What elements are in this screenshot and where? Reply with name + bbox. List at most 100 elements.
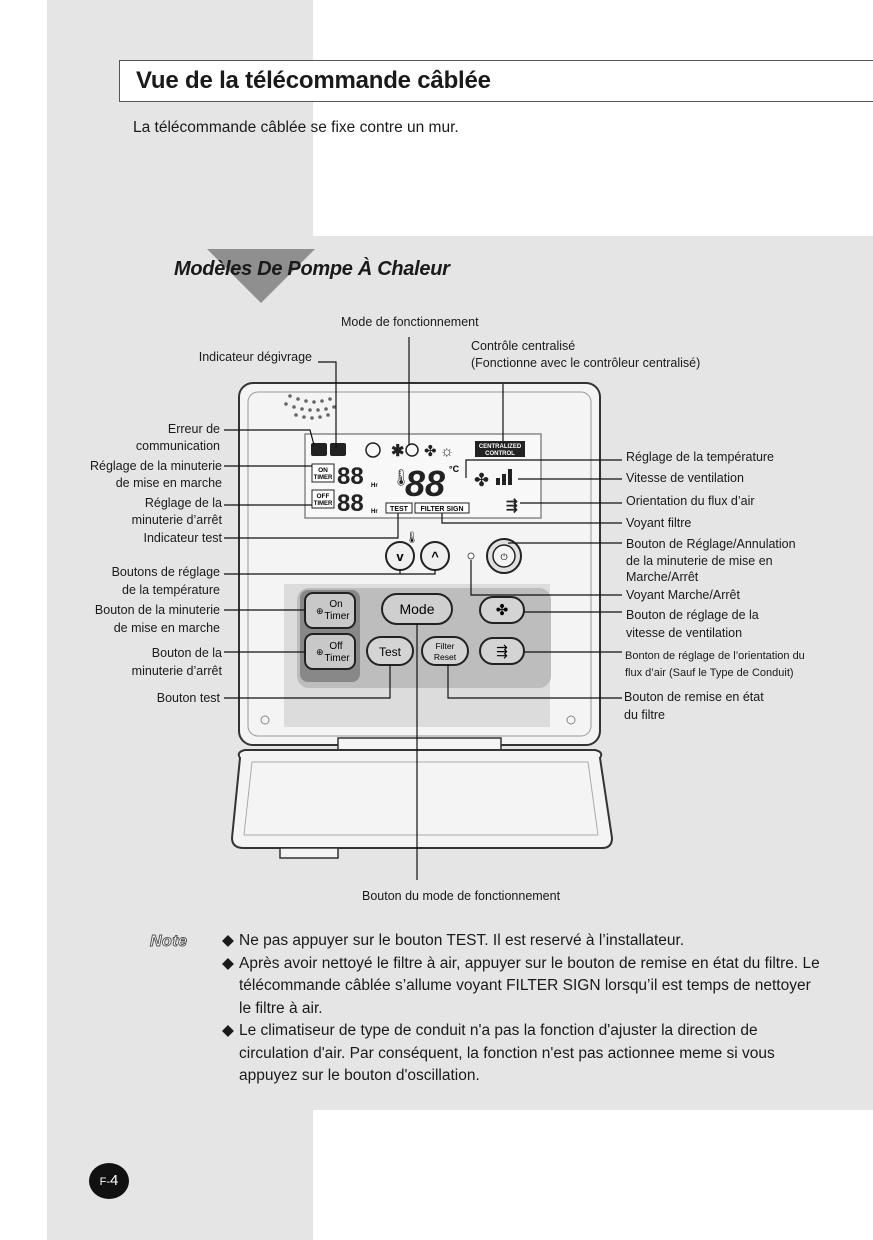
off-timer-text-1: OFF [317,493,330,500]
note-text: Le climatiseur de type de conduit n'a pa… [239,1022,775,1084]
centralized-text-1: CENTRALIZED [479,444,522,450]
label-reglage-minuterie-arret-2: minuterie d’arrêt [131,513,222,527]
power-icon [492,544,516,568]
on-timer-tag [311,463,335,483]
label-bouton-vitesse-1: Bouton de réglage de la [626,608,759,622]
fan-speed-bar-2 [502,474,506,485]
cover-inner-edge [243,761,599,836]
mode-button-label: Mode [399,601,434,617]
page-title-box: Vue de la télécommande câblée [119,60,873,102]
on-timer-text-2: TIMER [314,475,333,481]
filter-sign-text: FILTER SIGN [420,506,463,513]
test-tag-text: TEST [390,506,409,513]
note-item: ◆ Après avoir nettoyé le filtre à air, a… [222,953,822,1021]
power-symbol-icon: ⏻ [500,552,507,562]
off-timer-label-2: Timer [324,653,350,664]
cool-mode-icon: ✱ [391,443,404,460]
temperature-unit: °C [449,464,460,474]
off-timer-unit: Hr [371,509,378,515]
defrost-icon [330,443,346,456]
clock-icon: ⊕ [316,606,324,616]
fan-speed-button[interactable] [479,596,525,624]
label-bouton-vitesse-2: vitesse de ventilation [626,626,743,640]
label-controle-centralise-note: (Fonctionne avec le contrôleur centralis… [471,356,701,370]
diamond-bullet-icon: ◆ [222,1022,234,1039]
on-timer-unit: Hr [371,483,378,489]
label-vitesse-ventilation: Vitesse de ventilation [626,471,744,485]
section-title: Modèles De Pompe À Chaleur [174,258,450,280]
off-timer-text-2: TIMER [314,501,333,507]
note-text: Après avoir nettoyé le filtre à air, app… [239,954,820,1017]
swing-icon: ⇶ [496,643,508,659]
label-bouton-minuterie-arret-1: Bouton de la [151,646,222,660]
test-tag [385,502,413,514]
section-triangle-marker [207,249,315,303]
chevron-down-icon: v [396,549,404,564]
on-timer-digits: 88 [337,463,364,490]
on-timer-label-2: Timer [324,611,350,622]
label-bouton-minuterie-marche-1: Bouton de la minuterie [94,603,220,617]
airflow-direction-button[interactable] [479,637,525,665]
label-reglage-temperature: Réglage de la température [626,450,775,464]
off-timer-tag [311,489,335,509]
label-bouton-test: Bouton test [156,691,220,705]
label-controle-centralise: Contrôle centralisé [471,339,576,353]
label-bouton-minuterie-arret-2: minuterie d’arrêt [131,664,222,678]
fan-speed-fan-icon: ✤ [474,470,489,490]
label-bouton-mode: Bouton du mode de fonctionnement [362,889,561,903]
note-item: ◆ Le climatiseur de type de conduit n'a … [222,1020,822,1088]
label-mode-fonctionnement: Mode de fonctionnement [341,315,479,329]
note-list: ◆ Ne pas appuyer sur le bouton TEST. Il … [222,930,822,1088]
label-voyant-marche-arret: Voyant Marche/Arrêt [626,588,740,602]
fan-icon: ✤ [496,602,509,619]
label-bouton-reglage-annulation-2: de la minuterie de mise en [626,554,773,568]
label-indicateur-degivrage: Indicateur dégivrage [198,350,312,364]
fan-speed-bar-1 [496,478,500,485]
note-badge: Note [150,933,188,951]
label-voyant-filtre: Voyant filtre [626,516,692,530]
label-bouton-remise-filtre-1: Bouton de remise en état [624,690,764,704]
label-erreur-2: communication [135,439,220,453]
thermometer-icon: 🌡 [391,469,411,487]
diamond-bullet-icon: ◆ [222,932,234,949]
lcd-temperature: 🌡 88 °C ✤ ⇶ TEST FILTER SIGN [385,463,518,514]
comm-error-icon [311,443,327,456]
front-cover [230,749,614,849]
label-reglage-minuterie-marche-1: Réglage de la minuterie [89,459,222,473]
leader-lines [224,337,622,880]
label-bouton-reglage-annulation-1: Bouton de Réglage/Annulation [626,537,796,551]
screw-right [566,715,576,725]
label-bouton-orientation-2: flux d’air (Sauf le Type de Conduit) [625,667,794,679]
screw-left [260,715,270,725]
label-reglage-minuterie-marche-2: de mise en marche [115,476,222,490]
label-orientation-flux: Orientation du flux d’air [626,494,755,508]
heat-mode-icon: ☼ [440,443,454,460]
label-boutons-temp-2: de la température [122,583,220,597]
dry-mode-icon [405,443,419,457]
filter-reset-button[interactable] [421,636,469,666]
off-timer-digits: 88 [337,490,364,517]
fan-speed-bar-3 [508,469,512,485]
chevron-up-icon: ^ [431,549,439,564]
page-prefix: F- [99,1176,111,1188]
small-thermometer-icon: 🌡 [405,531,419,544]
diamond-bullet-icon: ◆ [222,954,234,972]
cover-latch [279,847,339,859]
power-led [467,552,475,560]
lcd-timers: ON TIMER 88 Hr OFF TIMER 88 Hr [311,463,378,517]
remote-body-inner-edge [247,391,592,737]
label-indicateur-test: Indicateur test [143,531,222,545]
page-subtitle: La télécommande câblée se fixe contre un… [133,119,459,136]
temperature-digits: 88 [405,463,445,504]
auto-mode-icon [365,442,381,458]
lcd-icons-row: ✱ ✤ ☼ CENTRALIZED CONTROL [311,441,525,460]
filter-reset-label-2: Reset [434,652,457,662]
label-bouton-minuterie-marche-2: de mise en marche [113,621,220,635]
on-timer-label-1: On [329,599,342,610]
label-bouton-reglage-annulation-3: Marche/Arrêt [626,570,699,584]
label-boutons-temp-1: Boutons de réglage [111,565,220,579]
centralized-control-tag [475,441,525,457]
off-timer-label-1: Off [329,641,342,652]
label-erreur-1: Erreur de [167,422,220,436]
page-number: F-4 [89,1163,129,1199]
